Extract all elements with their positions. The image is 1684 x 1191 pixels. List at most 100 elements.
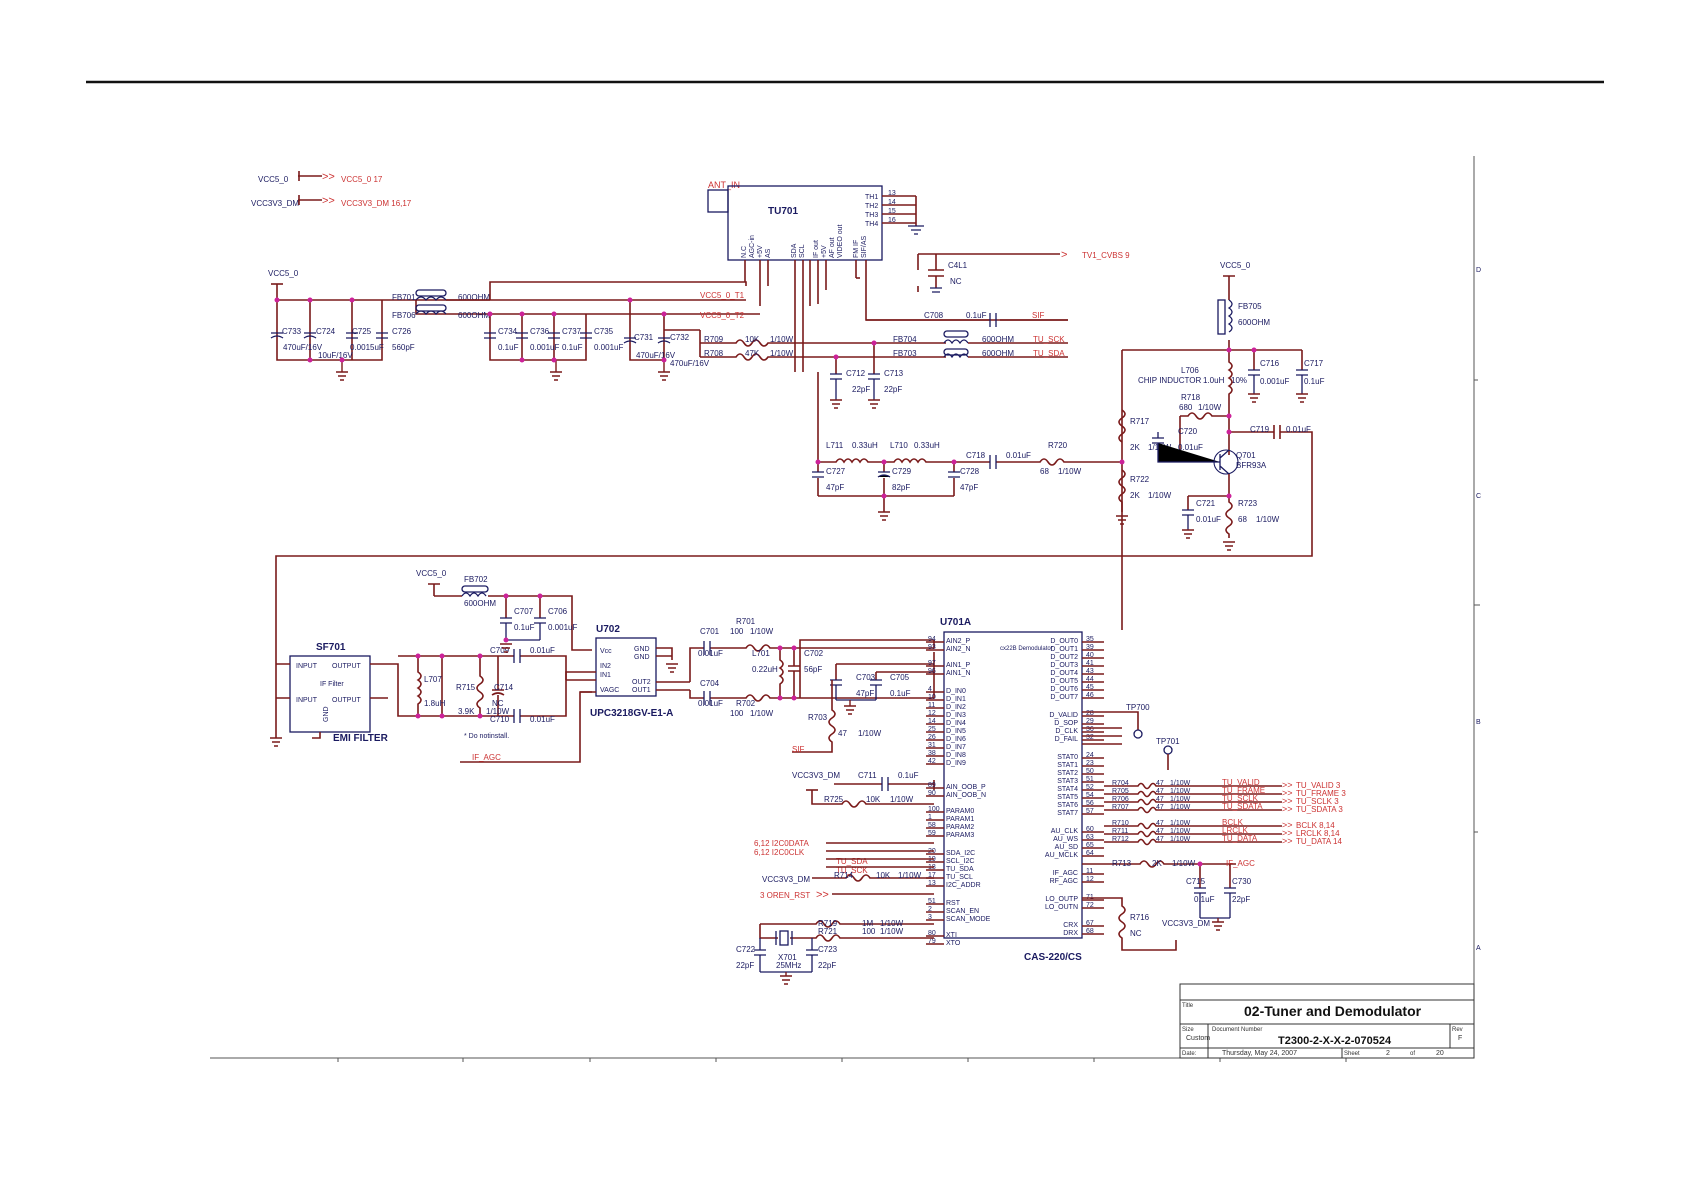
c726-value: 560pF	[392, 343, 415, 352]
supply-section: VCC5_0 FB701 600OHM FB706 600OHM VCC5_0_…	[268, 269, 760, 381]
output-row-arrow: >>	[1282, 820, 1293, 830]
u702-pin-vcc: Vcc	[600, 648, 612, 655]
r701-power: 1/10W	[750, 627, 774, 636]
u701a-pin-num: 67	[1086, 920, 1094, 927]
output-row-ref-label: TU_SDATA 3	[1296, 805, 1343, 814]
svg-text:FM IF: FM IF	[853, 240, 860, 258]
u701a-pin-num: 26	[928, 734, 936, 741]
r721-value: 100	[862, 927, 876, 936]
u701a-pin-num: 1	[928, 814, 932, 821]
c735-value: 0.001uF	[594, 343, 623, 352]
u701a-pin-num: 51	[928, 898, 936, 905]
u701a-pin-num: 11	[928, 702, 935, 709]
c714-power: 1/10W	[486, 707, 510, 716]
u701a-pin-d-in2: D_IN2	[946, 704, 966, 711]
vcc3v3-rail-ref: VCC3V3_DM 16,17	[341, 199, 412, 208]
c706-value: 0.001uF	[548, 623, 577, 632]
u701a-pin-num: 28	[1086, 710, 1094, 717]
c737-label: C737	[562, 327, 582, 336]
u701a-pin-stat5: STAT5	[1057, 794, 1078, 801]
u701a-pin-drx: DRX	[1063, 930, 1078, 937]
output-row-power: 1/10W	[1170, 804, 1191, 811]
u701a-pin-d-in8: D_IN8	[946, 752, 966, 759]
l701-label: L701	[752, 649, 770, 658]
c708-label: C708	[924, 311, 944, 320]
u701a-pin-num: 51	[1086, 776, 1094, 783]
rail1-label: VCC5_0_T1	[700, 291, 745, 300]
c4l1-value: NC	[950, 277, 962, 286]
u702-pin-out1: OUT1	[632, 687, 651, 694]
c702-value: 56pF	[804, 665, 822, 674]
u701a-pin-num: 40	[1086, 652, 1094, 659]
cvbs-output-label: TV1_CVBS 9	[1082, 251, 1130, 260]
u701a-pin-num: 94	[928, 636, 936, 643]
tuner-th1: TH1	[865, 194, 878, 201]
u701a-pin-num: 57	[1086, 808, 1094, 815]
output-row-value: 47	[1156, 796, 1164, 803]
u701a-pin-d-out7: D_OUT7	[1050, 694, 1078, 701]
u701a-pin-tu-sda: TU_SDA	[946, 866, 974, 873]
i2c-clk-net: 6,12 I2C0CLK	[754, 848, 805, 857]
output-row-power: 1/10W	[1170, 796, 1191, 803]
r721-power: 1/10W	[880, 927, 904, 936]
r713-value: 2K	[1152, 859, 1162, 868]
u701a-pin-num: 4	[928, 686, 932, 693]
output-row-net: TU_SCLK	[1222, 794, 1259, 803]
u701a-pin-au-clk: AU_CLK	[1051, 828, 1079, 835]
u701a-pin-num: 93	[928, 644, 936, 651]
size-label: Size	[1182, 1027, 1194, 1033]
r714-label: R714	[834, 871, 854, 880]
tuner-th4: TH4	[865, 221, 878, 228]
svg-text:IF out: IF out	[813, 240, 820, 258]
svg-text:AGC-in: AGC-in	[749, 235, 756, 258]
fb703-value: 600OHM	[982, 349, 1014, 358]
u701a-pin-num: 63	[1086, 834, 1094, 841]
c703-value: 47pF	[856, 689, 874, 698]
c716-value: 0.001uF	[1260, 377, 1289, 386]
r714-value: 10K	[876, 871, 891, 880]
r716-value: NC	[1130, 929, 1142, 938]
r709-label: R709	[704, 335, 724, 344]
c737-value: 0.1uF	[562, 343, 583, 352]
c716-label: C716	[1260, 359, 1280, 368]
tuner-th3: TH3	[865, 212, 878, 219]
sf701-pin-input1: INPUT	[296, 663, 318, 670]
c730-value: 22pF	[1232, 895, 1250, 904]
u701a-pin-d-in1: D_IN1	[946, 696, 966, 703]
r723-label: R723	[1238, 499, 1258, 508]
output-row-value: 47	[1156, 780, 1164, 787]
output-row-power: 1/10W	[1170, 828, 1191, 835]
u701a-pin-num: 23	[1086, 760, 1094, 767]
u701a-pin-num: 12	[1086, 876, 1094, 883]
r719-power: 1/10W	[880, 919, 904, 928]
u701a-part: CAS-220/CS	[1024, 952, 1082, 963]
tuner-pin-labels: N.C AGC-in +5V AS SDA SCL IF out +5V AF …	[741, 224, 868, 258]
u701a-pin-stat3: STAT3	[1057, 778, 1078, 785]
fb702-label: FB702	[464, 575, 488, 584]
cvbs-output: > TV1_CVBS 9 C4L1 NC	[917, 249, 1130, 293]
sf-vcc-label: VCC5_0	[416, 569, 447, 578]
border-mark-d: D	[1476, 267, 1481, 274]
c722-value: 22pF	[736, 961, 754, 970]
u701a-pin-num: 41	[1086, 660, 1094, 667]
r718-power: 1/10W	[1198, 403, 1222, 412]
do-not-install-note: * Do notinstall.	[464, 733, 509, 740]
r703-power: 1/10W	[858, 729, 882, 738]
u702-pin-gnd2: GND	[634, 654, 650, 661]
fb702-value: 600OHM	[464, 599, 496, 608]
u701a-pin-scan-en: SCAN_EN	[946, 908, 979, 915]
c723-label: C723	[818, 945, 838, 954]
border-mark-c: C	[1476, 493, 1481, 500]
c730-label: C730	[1232, 877, 1252, 886]
u702-pin-vagc: VAGC	[600, 687, 619, 694]
emi-filter-title: EMI FILTER	[333, 733, 389, 744]
output-row-power: 1/10W	[1170, 788, 1191, 795]
l706-tolerance: 10%	[1231, 376, 1247, 385]
c720-value: 0.01uF	[1178, 443, 1203, 452]
u701a-pin-d-sop: D_SOP	[1054, 720, 1078, 727]
output-row-arrow: >>	[1282, 780, 1293, 790]
c724-label: C724	[316, 327, 336, 336]
svg-text:N.C: N.C	[741, 246, 748, 258]
u701a-pin-num: 11	[1086, 868, 1093, 875]
r715-label: R715	[456, 683, 476, 692]
